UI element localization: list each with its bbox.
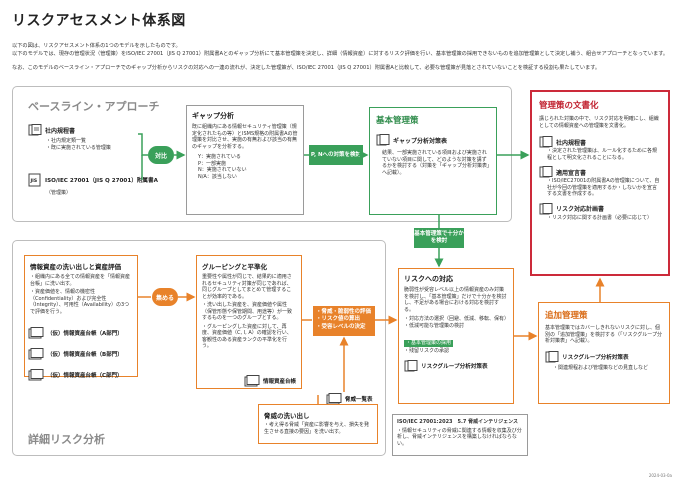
- baseline-title: ベースライン・アプローチ: [28, 100, 160, 113]
- iso-annex-block: JIS ISO/IEC 27001（JIS Q 27001）附属書A （管理策）: [28, 173, 158, 197]
- risk-response-item-3: ・基本管理策の採用: [404, 340, 454, 347]
- svg-text:JIS: JIS: [30, 178, 38, 184]
- basic-controls-body: 結果、一部実施されている項目および実施されていない項目に関して、どのような対策を…: [382, 150, 490, 176]
- doc-soa-body: ・ISO/IEC27001の附属書Aの管理策について、自社が今回の管理策を適用す…: [547, 178, 660, 197]
- risk-response-item-1: ・対応方法の選択（回避、低減、移転、保有）: [404, 316, 510, 322]
- internal-rules-item-1: ・社内規定類一覧: [46, 138, 87, 144]
- document-icon: [28, 124, 42, 136]
- doc-internal-rules-body: ・決定された管理策は、ルール化するために各規程として明文化されることになる。: [547, 148, 658, 161]
- document-icon: [28, 327, 44, 339]
- baseline-section: [12, 86, 512, 222]
- eval-item-3: ・受容レベルの決定: [316, 323, 366, 330]
- gap-legend-n: N：実施されていない: [198, 167, 247, 173]
- collect-badge: 集める: [152, 288, 178, 306]
- grouping-item-2: ・洗い出した資産を、資産価値や属性（保管形態や保管期間、用途等）が一致するものを…: [202, 302, 293, 321]
- doc-soa: 適用宣言書: [539, 166, 661, 178]
- ledger-b: （仮）情報資産台帳（B部門）: [28, 348, 140, 360]
- iso-annex-title: JIS ISO/IEC 27001（JIS Q 27001）附属書A: [28, 173, 158, 187]
- ledger-list: （仮）情報資産台帳（A部門） （仮）情報資産台帳（B部門） （仮）情報資産台帳（…: [28, 327, 140, 381]
- threat-identification-body: ・考え得る脅威「資産に影響を与え、損失を発生させる直接の要因」を洗い出す。: [264, 422, 370, 435]
- gap-analysis-title: ギャップ分析: [192, 112, 234, 120]
- gap-analysis-body: 既に組織内にある情報セキュリティ管理策（規定化されたもの等）とISMS規格の附属…: [192, 124, 298, 150]
- page-title: リスクアセスメント体系図: [12, 13, 186, 29]
- asset-inventory-item-2: ・資産価値を、情報の機密性（Confidentiality）および完全性（Int…: [30, 289, 130, 315]
- documentation-title: 管理策の文書化: [539, 101, 599, 111]
- basic-controls-title: 基本管理策: [376, 116, 419, 126]
- additional-controls-title: 追加管理策: [545, 311, 588, 321]
- basic-sufficient-tag: 基本管理策で十分かを検討: [414, 228, 464, 248]
- add-risk-group-body: ・関連規程および管理策などの見直しなど: [553, 364, 649, 371]
- document-icon: [404, 359, 418, 371]
- threat-list-doc: 脅威一覧表: [326, 393, 373, 405]
- risk-response-body: 脆弱性が受容レベル以上の情報資産のみ対策を検討し、「基本管理策」だけで十分かを検…: [404, 287, 507, 313]
- threat-identification-title: 脅威の洗い出し: [264, 412, 310, 420]
- risk-group-doc: リスクグループ分析対策表: [404, 359, 508, 372]
- documentation-box: 管理策の文書化 講じられた対策の中で、リスク対応を明確にし、組織としての情報資産…: [530, 90, 670, 276]
- internal-rules-block: 社内規程書 ・社内規定類一覧 ・既に実施されている管理策: [28, 124, 148, 151]
- document-icon: [28, 348, 44, 360]
- threat-identification-box: 脅威の洗い出し ・考え得る脅威「資産に影響を与え、損失を発生させる直接の要因」を…: [258, 404, 378, 444]
- pn-countermeasure-tag: P, Nへの対策を検討: [309, 145, 363, 165]
- document-icon: [539, 166, 553, 178]
- asset-inventory-item-1: ・組織内にある全ての情報資産を「情報資産台帳」に洗い出す。: [30, 274, 131, 287]
- documentation-body: 講じられた対策の中で、リスク対応を明確にし、組織としての情報資産への管理策を文書…: [539, 116, 659, 129]
- asset-ledger-doc: 情報資産台帳: [244, 375, 296, 387]
- internal-rules-item-2: ・既に実施されている管理策: [46, 144, 111, 151]
- basic-controls-box: 基本管理策 ギャップ分析対策表 結果、一部実施されている項目および実施されていな…: [369, 107, 497, 215]
- eval-item-2: ・リスク値の算出: [316, 316, 361, 323]
- doc-risk-plan: リスク対応計画書: [539, 202, 661, 215]
- eval-item-1: ・脅威・脆弱性の評価: [316, 309, 372, 315]
- document-icon: [539, 136, 553, 148]
- document-icon: [539, 202, 553, 214]
- intro-line-1: 以下の図は、リスクアセスメント体系の1つのモデルを示したものです。: [12, 43, 181, 49]
- intro-line-2: 以下のモデルでは、現存の管理状況（管理策）をISO/IEC 27001（JIS …: [12, 51, 669, 57]
- ledger-a: （仮）情報資産台帳（A部門）: [28, 327, 140, 339]
- grouping-item-1: 重要性や属性が同じで、結果的に適用されるセキュリティ対策が同じであれば、同じグル…: [202, 274, 292, 300]
- gap-analysis-box: ギャップ分析 既に組織内にある情報セキュリティ管理策（規定化されたもの等）とIS…: [186, 105, 304, 215]
- grouping-box: グルーピングと平準化 重要性や属性が同じで、結果的に適用されるセキュリティ対策が…: [196, 255, 302, 389]
- footer-code: 2024-03-0a: [648, 473, 672, 478]
- compare-badge: 対比: [148, 146, 174, 164]
- additional-controls-body: 基本管理策ではカバーしきれないリスクに対し、個別の「追加管理策」を検討する（「リ…: [545, 325, 663, 344]
- document-icon: [28, 369, 44, 381]
- asset-inventory-title: 情報資産の洗い出しと資産評価: [30, 263, 121, 271]
- risk-evaluation-tag: ・脅威・脆弱性の評価 ・リスク値の算出 ・受容レベルの決定: [313, 306, 375, 336]
- gap-countermeasure-doc: ギャップ分析対策表: [376, 134, 490, 146]
- gap-legend-y: Y：実施されている: [198, 154, 241, 160]
- grouping-title: グルーピングと平準化: [202, 263, 267, 271]
- threat-intelligence-body: ・情報セキュリティの脅威に関連する情報を収集及び分析し、脅威インテリジェンスを構…: [397, 427, 522, 447]
- detail-section: [12, 240, 386, 456]
- iso-annex-note: （管理策）: [46, 190, 72, 196]
- threat-intelligence-box: ISO/IEC 27001:2023 5.7 脅威インテリジェンス ・情報セキュ…: [392, 414, 528, 456]
- gap-legend-na: N/A：該当しない: [198, 173, 237, 180]
- risk-response-title: リスクへの対応: [404, 275, 453, 283]
- threat-intelligence-title: ISO/IEC 27001:2023 5.7 脅威インテリジェンス: [397, 419, 519, 425]
- jis-document-icon: JIS: [28, 173, 41, 187]
- grouping-item-3: ・グルーピングした資産に対して、再度、資産価値（C, I, A）の確認を行い、客…: [202, 323, 292, 350]
- intro-line-3: なお、このモデルのベースライン・アプローチでのギャップ分析からリスクの対応への一…: [12, 65, 601, 71]
- ledger-c: （仮）情報資産台帳（C部門）: [28, 369, 140, 381]
- additional-controls-box: 追加管理策 基本管理策ではカバーしきれないリスクに対し、個別の「追加管理策」を検…: [538, 302, 670, 404]
- add-risk-group-doc: リスクグループ分析対策表: [545, 350, 663, 363]
- gap-legend-p: P：一部実施: [198, 160, 227, 167]
- document-icon: [376, 134, 390, 146]
- doc-internal-rules: 社内規程書: [539, 136, 661, 148]
- risk-response-item-4: ・残留リスクの承認: [404, 348, 450, 354]
- internal-rules-title: 社内規程書: [28, 124, 148, 136]
- risk-response-item-2: ・低減可能な管理策の検討: [404, 322, 465, 329]
- detail-title: 詳細リスク分析: [28, 433, 105, 446]
- document-icon: [244, 375, 260, 387]
- document-icon: [545, 350, 559, 362]
- doc-risk-plan-body: ・リスク対応に関する計画書（必要に応じて）: [547, 214, 653, 221]
- risk-response-box: リスクへの対応 脆弱性が受容レベル以上の情報資産のみ対策を検討し、「基本管理策」…: [398, 268, 514, 404]
